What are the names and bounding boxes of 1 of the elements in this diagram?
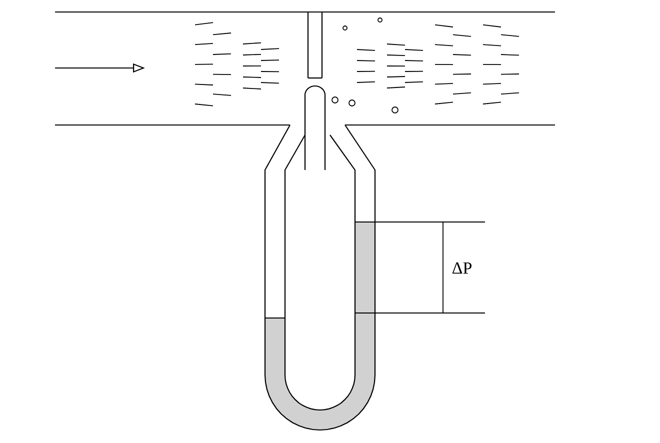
dimension-label: ΔP	[450, 261, 474, 275]
